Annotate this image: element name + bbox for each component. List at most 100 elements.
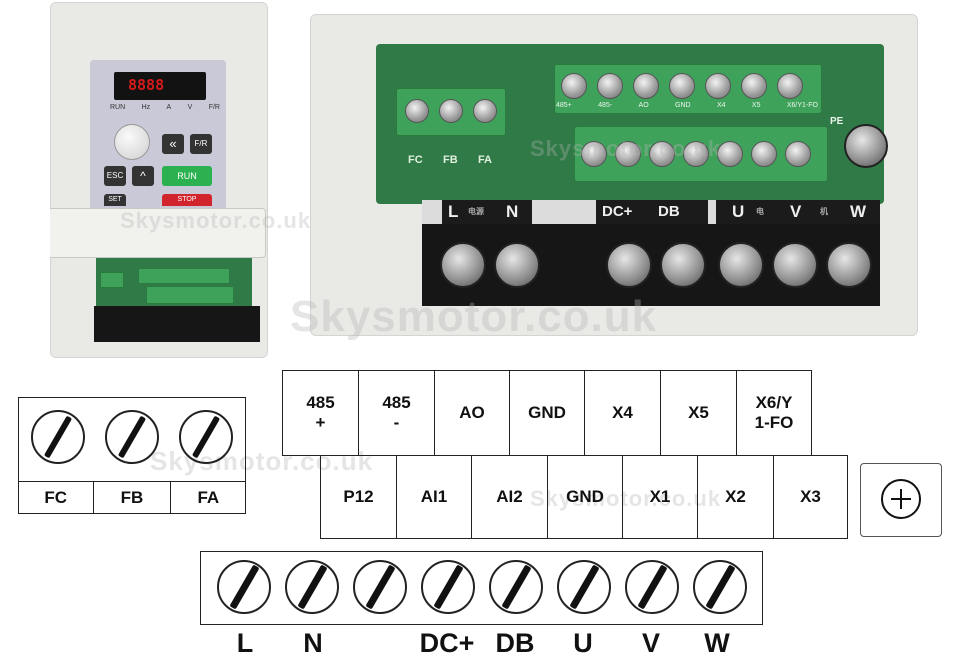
relay-terminal-diagram: FC FB FA [18, 397, 246, 514]
photo-hanzi-power: 电源 [468, 207, 484, 216]
pcb-label-485p: 485+ [556, 102, 572, 109]
run-key: RUN [162, 166, 212, 186]
cell-x4: X4 [584, 370, 661, 456]
pcb-label-gnd: GND [675, 102, 691, 109]
power-screw-icon [826, 242, 872, 288]
power-label-dcplus: DC+ [419, 628, 475, 658]
pcb-label-x5: X5 [751, 102, 761, 109]
power-terminal-block [422, 224, 880, 306]
power-label-db: DB [495, 628, 535, 658]
relay-label-fa: FA [197, 488, 220, 507]
pe-label: PE [830, 116, 844, 127]
power-terminal-diagram [200, 551, 763, 625]
watermark: Skysmotor.co.uk [290, 292, 658, 341]
cell-x5: X5 [660, 370, 737, 456]
led-a: A [166, 104, 172, 111]
cell-x3: X3 [773, 455, 848, 539]
lower-screw-icon [751, 141, 777, 167]
led-labels: RUN Hz A V F/R [110, 104, 220, 114]
cell-485-plus: 485 + [282, 370, 359, 456]
control-block-bottom [146, 286, 234, 304]
relay-screw-icon [405, 99, 429, 123]
relay-label-row: FC FB FA [18, 481, 246, 514]
u-screw-icon [557, 560, 611, 614]
upper-terminal-labels: 485+ 485- AO GND X4 X5 X6/Y1-FO [556, 102, 818, 109]
watermark: Skysmotor.co.uk [120, 208, 312, 233]
terminal-closeup-photo: FC FB FA 485+ 485- AO GND X4 X5 X6/Y1-FO… [310, 14, 918, 336]
power-screw-icon [494, 242, 540, 288]
photo-label-db: DB [658, 203, 680, 220]
led-hz: Hz [141, 104, 151, 111]
cell-gnd-bottom: GND [547, 455, 623, 539]
power-screw-icon [440, 242, 486, 288]
upper-screw-icon [633, 73, 659, 99]
fa-screw-icon [179, 410, 233, 464]
lower-screw-icon [615, 141, 641, 167]
lower-screw-icon [581, 141, 607, 167]
dcplus-screw-icon [421, 560, 475, 614]
photo-hanzi-motor-1: 电 [756, 207, 764, 216]
power-label-w: W [704, 628, 730, 658]
cell-485-minus: 485 - [358, 370, 435, 456]
relay-label-fb: FB [94, 482, 171, 514]
relay-block [100, 272, 124, 288]
db-screw-icon [489, 560, 543, 614]
blank-screw-icon [353, 560, 407, 614]
cell-ai2: AI2 [471, 455, 548, 539]
pcb-label-fb: FB [442, 154, 458, 166]
led-v: V [187, 104, 193, 111]
lower-screw-icon [683, 141, 709, 167]
set-key: SET [104, 194, 126, 206]
upper-screw-icon [741, 73, 767, 99]
stop-key: STOP [162, 194, 212, 206]
upper-screw-icon [597, 73, 623, 99]
lower-screw-icon [717, 141, 743, 167]
control-terminal-bottom-row: P12 AI1 AI2 GND X1 X2 X3 [320, 455, 848, 539]
cell-p12: P12 [320, 455, 397, 539]
pcb-label-fc: FC [408, 154, 423, 166]
power-block [94, 306, 260, 342]
pcb-label-fa: FA [477, 154, 492, 166]
pcb-label-ao: AO [638, 102, 649, 109]
photo-label-v: V [790, 202, 802, 221]
n-screw-icon [285, 560, 339, 614]
photo-label-w: W [850, 202, 867, 221]
upper-screw-icon [777, 73, 803, 99]
cell-ao: AO [434, 370, 510, 456]
fr-key: F/R [190, 134, 212, 154]
up-key-icon: ^ [132, 166, 154, 186]
power-label-l: L [236, 628, 254, 658]
control-terminal-top-row: 485 + 485 - AO GND X4 X5 X6/Y 1-FO [282, 370, 812, 456]
relay-screw-icon [473, 99, 497, 123]
ground-screw-icon [844, 124, 888, 168]
fc-screw-icon [31, 410, 85, 464]
power-labels-motor: U 电 V 机 W [716, 200, 880, 224]
terminal-cover [50, 208, 266, 258]
power-screw-icon [718, 242, 764, 288]
lower-screw-icon [785, 141, 811, 167]
fb-screw-icon [105, 410, 159, 464]
cell-gnd-top: GND [509, 370, 585, 456]
cell-x6-y1-fo: X6/Y 1-FO [736, 370, 812, 456]
relay-screw-icon [439, 99, 463, 123]
cell-x1: X1 [622, 455, 698, 539]
upper-control-block [554, 64, 822, 114]
photo-label-dcplus: DC+ [602, 203, 633, 220]
relay-terminal-block [396, 88, 506, 136]
l-screw-icon [217, 560, 271, 614]
power-label-n: N [303, 628, 323, 658]
relay-label-fc: FC [18, 482, 95, 514]
upper-screw-icon [669, 73, 695, 99]
cell-x2: X2 [697, 455, 774, 539]
ground-terminal-box [860, 463, 942, 537]
photo-label-u: U [732, 202, 745, 221]
led-display [114, 72, 206, 100]
power-labels-dc: DC+ DB [596, 200, 708, 224]
led-fr: F/R [208, 104, 220, 111]
power-screw-icon [606, 242, 652, 288]
upper-screw-icon [705, 73, 731, 99]
watermark: Skysmotor.co.uk [530, 486, 722, 511]
lower-screw-icon [649, 141, 675, 167]
power-label-v: V [641, 628, 660, 658]
cell-ai1: AI1 [396, 455, 472, 539]
